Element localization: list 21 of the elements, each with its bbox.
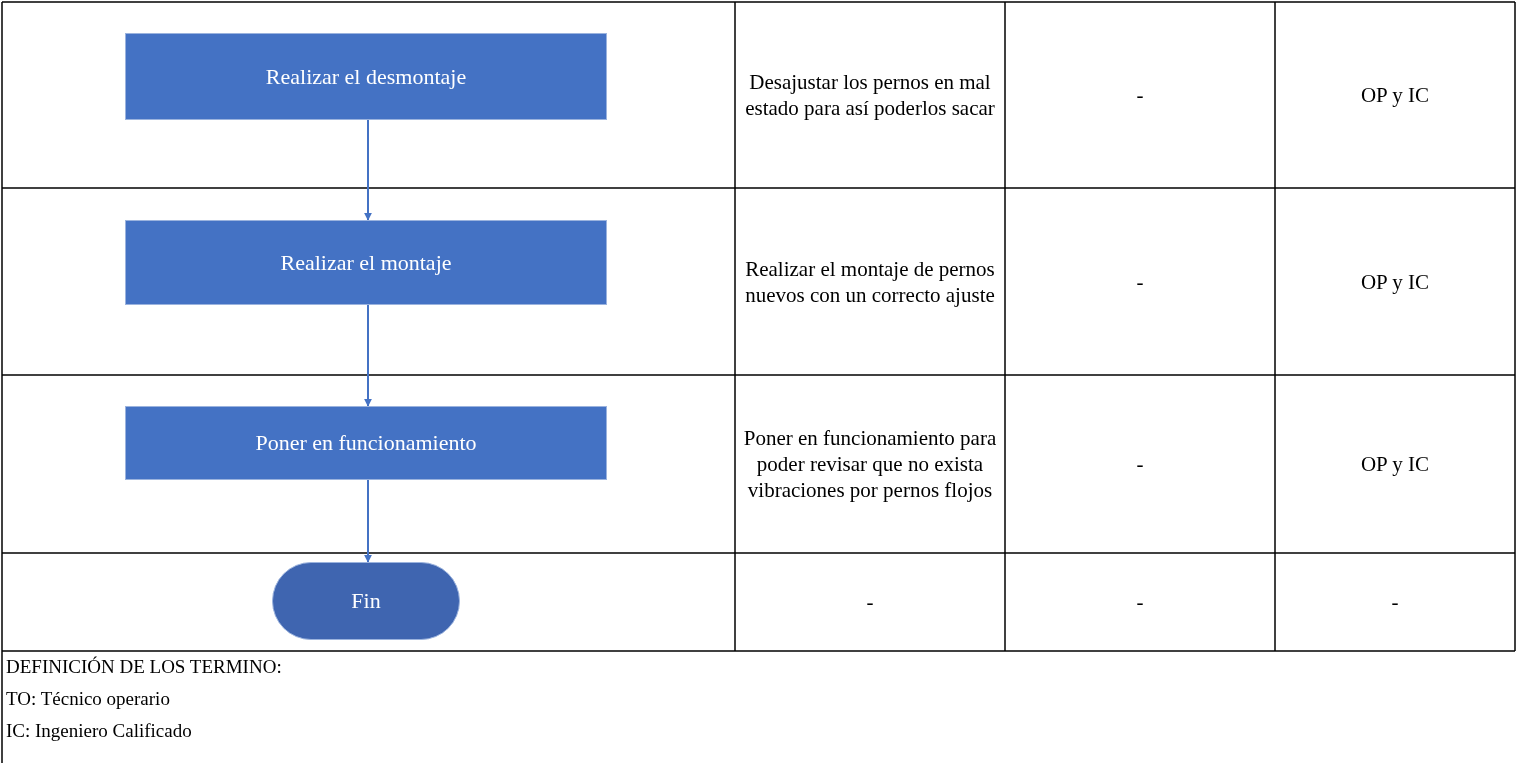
dash: - — [1135, 82, 1145, 108]
dash: - — [1135, 451, 1145, 477]
responsible-text: OP y IC — [1359, 451, 1431, 477]
step-description: Poner en funcionamiento para poder revisar que no exista vibraciones por pernos flojos — [742, 425, 998, 503]
process-box: Realizar el montaje — [125, 220, 607, 305]
step-description: Realizar el montaje de pernos nuevos con un correcto ajuste — [744, 255, 996, 308]
responsible-text: OP y IC — [1359, 268, 1431, 295]
dash: - — [1135, 589, 1145, 615]
arrow — [364, 119, 372, 221]
step-description: Desajustar los pernos en mal estado para así poderlos sacar — [744, 69, 996, 121]
process-box: Poner en funcionamiento — [125, 406, 607, 480]
arrow — [364, 304, 372, 407]
arrow — [364, 479, 372, 563]
process-box: Realizar el desmontaje — [125, 33, 607, 120]
dash: - — [865, 589, 875, 615]
definition-text: IC: Ingeniero Calificado — [6, 720, 192, 742]
responsible-text: OP y IC — [1359, 82, 1431, 108]
definition-text: TO: Técnico operario — [6, 688, 170, 710]
dash: - — [1135, 268, 1145, 295]
dash: - — [1390, 589, 1400, 615]
section-heading: DEFINICIÓN DE LOS TERMINO: — [6, 656, 282, 678]
